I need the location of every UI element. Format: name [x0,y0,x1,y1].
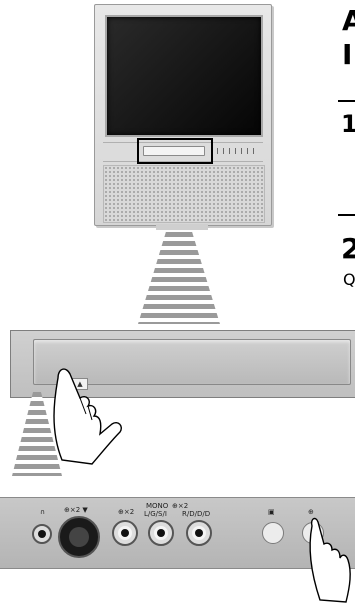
audio-left-jack[interactable] [148,520,174,546]
text-fragment-4: 2 [341,232,355,265]
av2b-label: ⊕×2 [172,502,188,510]
svideo-label: ⊕×2 ▼ [64,506,88,514]
mono-label: MONO [146,502,168,510]
text-fragment-1: A [342,4,355,37]
flap-highlight-box [137,138,213,164]
divider-2 [338,214,355,216]
tv-speaker-grille [103,165,265,223]
cam-button[interactable] [262,522,284,544]
tv-stand [156,224,208,230]
rdd-label: R/D/D/D [182,510,210,518]
hand-pressing-icon [40,360,130,470]
headphone-jack[interactable] [32,524,52,544]
lgsi-label: L/G/S/I [144,510,167,518]
text-fragment-3: 1 [341,110,355,138]
text-fragment-2: I [342,38,352,71]
av2-video-jack[interactable] [112,520,138,546]
av2-label: ⊕×2 [118,508,134,516]
divider-1 [338,100,355,102]
tv-front-buttons[interactable] [211,148,255,154]
zoom-beam [138,232,220,324]
push-label: ⊕ [308,508,314,516]
audio-right-jack[interactable] [186,520,212,546]
headphone-label: ∩ [40,508,45,516]
note-icon: Q [343,270,355,289]
hand-pressing-button-icon [296,516,354,604]
tv-set [94,4,272,226]
svideo-jack[interactable] [58,516,100,558]
tv-screen [105,15,263,137]
cam-label: ▣ [268,508,275,516]
